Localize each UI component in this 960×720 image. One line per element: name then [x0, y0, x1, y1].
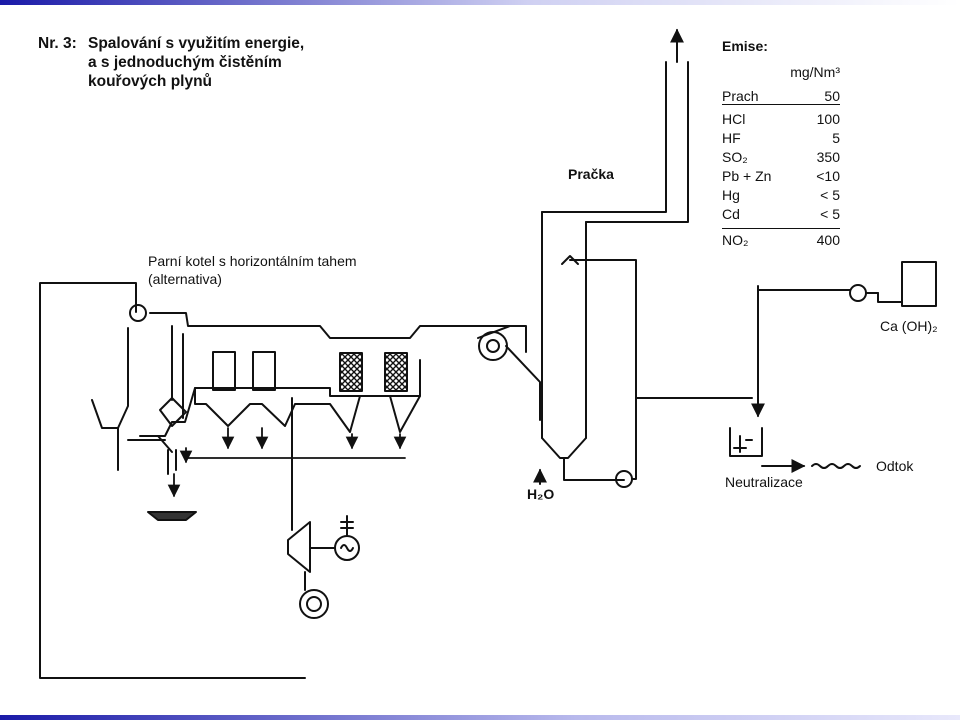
steam-boiler — [92, 313, 510, 474]
emissions-unit: mg/Nm³ — [790, 64, 840, 80]
title-number: Nr. 3: — [38, 35, 77, 52]
title-line-2: a s jednoduchým čistěním — [88, 54, 282, 71]
water-label: H₂O — [527, 486, 555, 502]
ash-pile-icon — [148, 512, 196, 520]
emissions-row-nox: NO₂ 400 — [722, 232, 840, 248]
condenser-pump-icon — [300, 590, 328, 618]
outlet-label: Odtok — [876, 458, 914, 474]
lime-label: Ca (OH)₂ — [880, 318, 938, 334]
boiler-alt-label: (alternativa) — [148, 271, 222, 287]
emissions-row: HCl 100 — [722, 111, 840, 127]
stack — [542, 62, 688, 222]
feed-loop-line — [40, 283, 305, 678]
filter-bundle-1 — [340, 353, 362, 391]
tube-bundle-1 — [213, 352, 235, 390]
tube-bundle-2 — [253, 352, 275, 390]
scrubber-label: Pračka — [568, 166, 614, 182]
emissions-row: Cd < 5 — [722, 206, 840, 222]
top-accent-bar — [0, 0, 960, 5]
spray-nozzle-icon — [562, 256, 578, 264]
title-line-1: Spalování s využitím energie, — [88, 35, 305, 52]
neutralization-label: Neutralizace — [725, 474, 803, 490]
feed-pump-icon — [130, 305, 146, 321]
emissions-divider — [722, 104, 840, 105]
emissions-row: Hg < 5 — [722, 187, 840, 203]
lime-dosing — [758, 262, 936, 306]
lime-tank — [902, 262, 936, 306]
emissions-row: Pb + Zn <10 — [722, 168, 840, 184]
emissions-heading: Emise: — [722, 38, 768, 54]
filter-bundle-2 — [385, 353, 407, 391]
turbine-generator — [288, 398, 359, 618]
scrubber-tower — [542, 212, 636, 487]
emissions-row: Prach 50 — [722, 88, 840, 104]
neutralization-unit — [636, 286, 860, 473]
boiler-label: Parní kotel s horizontálním tahem — [148, 253, 357, 269]
ash-collection-line — [167, 428, 407, 498]
emissions-row: HF 5 — [722, 130, 840, 146]
emissions-row: SO₂ 350 — [722, 149, 840, 165]
flue-gas-fan — [478, 326, 540, 420]
emissions-divider — [722, 228, 840, 229]
ash-chute — [158, 436, 176, 474]
bottom-accent-bar — [0, 715, 960, 720]
title-line-3: kouřových plynů — [88, 73, 213, 90]
dosing-pump-icon — [850, 285, 866, 301]
